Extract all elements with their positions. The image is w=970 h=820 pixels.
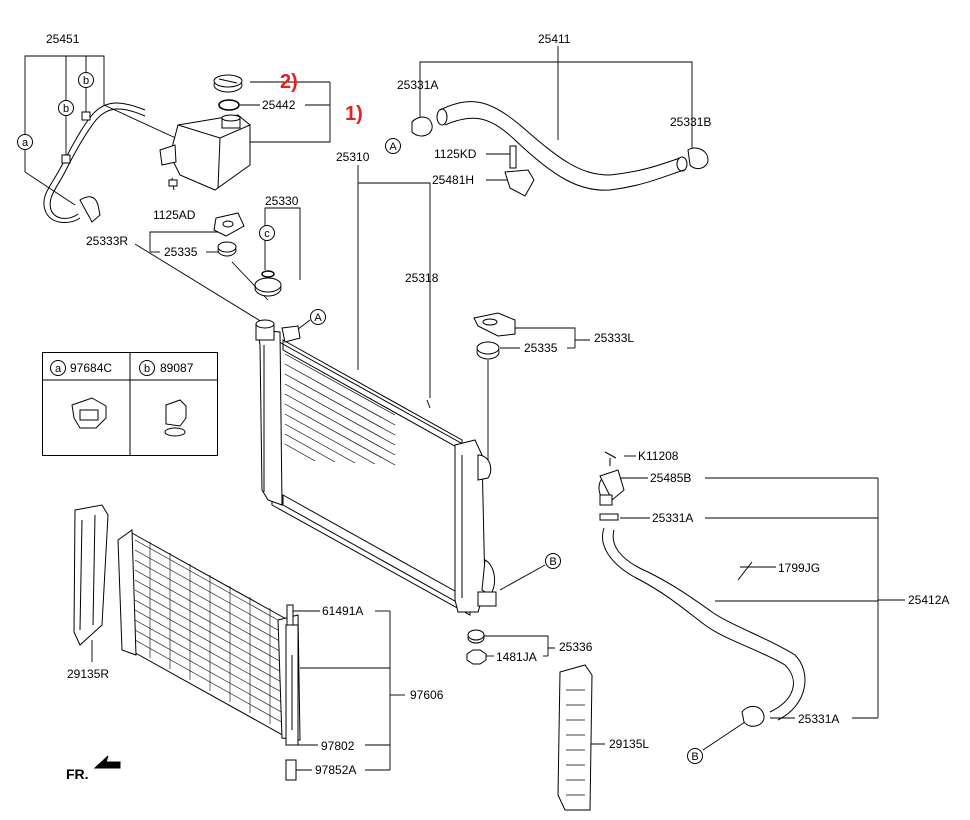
label-1125kd: 1125KD [434,147,477,161]
label-1799jg: 1799JG [778,561,821,575]
lower-hose [598,451,806,727]
label-25310: 25310 [336,150,370,164]
label-25442: 25442 [262,98,296,112]
circle-ref-c: c [259,225,275,241]
annotation-2: 2) [280,71,298,93]
label-k11208: K11208 [638,449,679,463]
circle-ref-A-top: A [385,138,401,154]
label-97852a: 97852A [315,763,357,777]
annotation-1: 1) [345,103,363,125]
label-25318: 25318 [405,271,439,285]
label-25485b: 25485B [650,471,692,485]
label-25411: 25411 [538,32,571,46]
label-97802: 97802 [321,739,355,753]
label-25333l: 25333L [594,331,635,345]
fr-arrow-icon [93,755,121,769]
legend-part-b: 89087 [160,361,194,375]
label-fr: FR. [66,766,89,782]
label-97606: 97606 [410,688,444,702]
radiator-cap [254,270,282,297]
legend-box [42,352,218,456]
circle-ref-B-hose: B [687,748,703,764]
label-61491a: 61491A [322,604,364,618]
label-25331a-bot: 25331A [798,712,840,726]
circle-ref-A-radiator: A [310,309,326,325]
label-25336: 25336 [559,640,593,654]
circle-ref-b-top: b [78,72,94,88]
circle-ref-a: a [17,134,33,150]
label-25331a-top: 25331A [397,78,439,92]
label-25331a-mid: 25331A [652,511,694,525]
circle-ref-B-radiator: B [545,553,561,569]
condenser [117,529,301,781]
label-25330: 25330 [265,194,299,208]
leader-lines [24,46,905,771]
label-25412a: 25412A [908,593,950,607]
air-guards [73,504,593,811]
label-25331b: 25331B [670,115,712,129]
label-29135l: 29135L [609,737,650,751]
mount-bushings [213,212,516,665]
label-25481h: 25481H [432,173,475,187]
label-25335-right: 25335 [524,341,558,355]
legend-circle-a: a [50,360,66,376]
legend-part-a: 97684C [70,361,113,375]
legend-circle-b: b [139,360,155,376]
label-1481ja: 1481JA [496,650,537,664]
label-29135r: 29135R [67,667,110,681]
radiator [255,319,497,616]
overflow-hose [43,102,146,223]
label-25335-left: 25335 [164,245,198,259]
circle-ref-b-mid: b [58,100,74,116]
upper-hose [411,101,709,197]
label-25451: 25451 [46,32,80,46]
reservoir-cap [213,74,243,111]
label-1125ad: 1125AD [153,208,196,222]
reservoir-tank [159,114,251,191]
label-25333r: 25333R [86,234,129,248]
legend-drawings [42,352,218,456]
